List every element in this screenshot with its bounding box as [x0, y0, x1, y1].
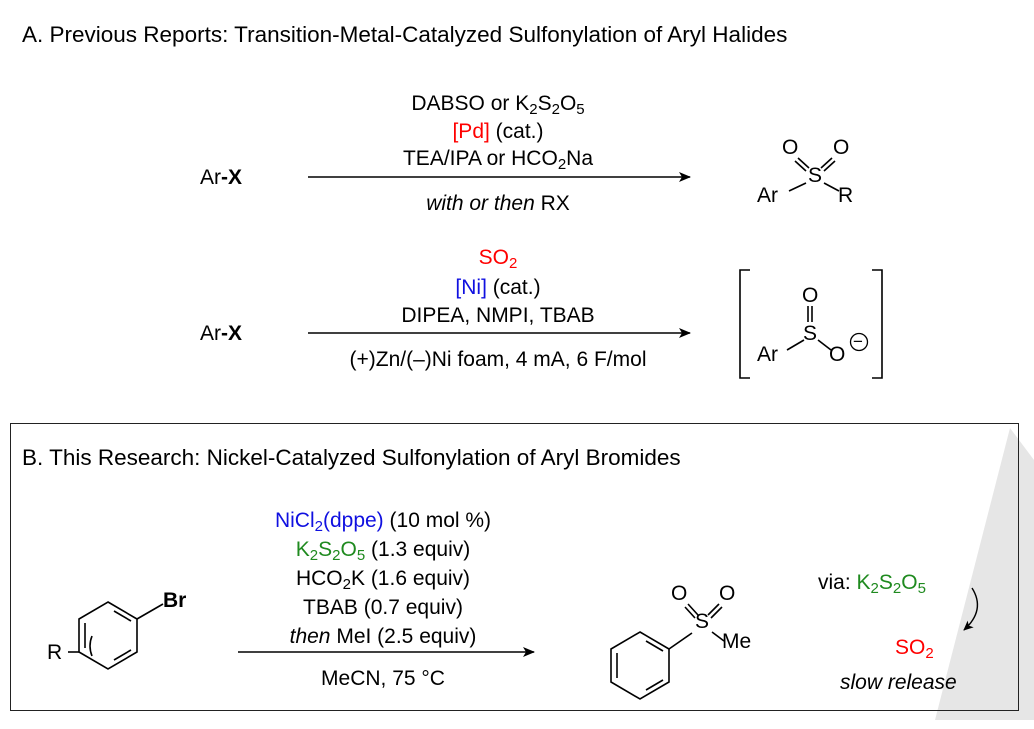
substrate-r: R: [47, 641, 63, 664]
released-so2: SO2: [895, 636, 934, 662]
so2-reagent: SO2: [478, 246, 518, 272]
sectionb-condition-line5: then MeI (2.5 equiv): [289, 625, 477, 648]
product1-s: S: [808, 164, 823, 187]
product3-s: S: [695, 610, 710, 633]
sulfinate-bonds: [786, 306, 832, 351]
via-reagent: via: K2S2O5: [818, 571, 926, 597]
watermark-triangle-lower: [995, 670, 1034, 720]
slow-release-label: slow release: [840, 671, 957, 694]
sectionb-condition-line3: HCO2K (1.6 equiv): [295, 567, 471, 593]
sectionb-condition-line4: TBAB (0.7 equiv): [303, 596, 463, 619]
product-sulfone-bonds: [684, 603, 725, 642]
product1-ar: Ar: [757, 184, 778, 207]
reaction2-condition-line3: DIPEA, NMPI, TBAB: [401, 304, 595, 327]
halide-x: X: [228, 166, 243, 189]
reaction2-substrate: Ar-X: [200, 322, 243, 345]
sectionb-condition-below: MeCN, 75 °C: [321, 667, 445, 690]
pd-catalyst: [Pd]: [452, 120, 490, 143]
product1-r: R: [838, 184, 854, 207]
product1-o-left: O: [782, 136, 799, 159]
product3-o-right: O: [719, 582, 736, 605]
reaction1-condition-line3: TEA/IPA or HCO2Na: [402, 147, 594, 173]
reaction1-condition-line1: DABSO or K2S2O5: [411, 92, 585, 118]
reaction1-product-bonds: [788, 157, 840, 192]
section-b-title: B. This Research: Nickel-Catalyzed Sulfo…: [22, 445, 681, 470]
section-a-title: A. Previous Reports: Transition-Metal-Ca…: [22, 22, 788, 47]
product2-ar: Ar: [757, 343, 778, 366]
product2-s: S: [803, 322, 818, 345]
product3-o-left: O: [671, 582, 688, 605]
substrate-benzene-ring: [68, 601, 164, 670]
reaction2-condition-line2: [Ni] (cat.): [455, 276, 541, 299]
aryl-label: Ar: [200, 166, 221, 189]
sectionb-condition-line2: K2S2O5 (1.3 equiv): [295, 538, 471, 564]
product1-o-right: O: [833, 136, 850, 159]
reaction2-condition-below: (+)Zn/(–)Ni foam, 4 mA, 6 F/mol: [349, 348, 647, 371]
product2-o-top: O: [802, 284, 819, 307]
ni-catalyst: [Ni]: [455, 276, 487, 299]
product-benzene-ring: [610, 631, 693, 700]
negative-charge-circle: [849, 332, 869, 352]
metabisulfite-reagent: K2S2O5: [295, 538, 366, 564]
left-bracket: [739, 269, 750, 379]
reaction1-condition-below: with or then RX: [426, 192, 570, 215]
watermark-triangle-upper: [935, 428, 1034, 720]
product3-me: Me: [722, 630, 752, 653]
section-b-box: [10, 423, 1019, 711]
nickel-catalyst: NiCl2(dppe): [274, 509, 384, 535]
negative-charge-sign: −: [853, 332, 863, 351]
bond-dash: -: [221, 166, 228, 189]
reaction1-condition-line2: [Pd] (cat.): [452, 120, 544, 143]
release-curved-arrow: [963, 587, 979, 631]
sectionb-condition-line1: NiCl2(dppe) (10 mol %): [274, 509, 492, 535]
product2-o-minus: O: [829, 343, 846, 366]
right-bracket: [872, 269, 883, 379]
reaction1-substrate: Ar-X: [200, 166, 242, 190]
substrate-br: Br: [163, 589, 187, 612]
